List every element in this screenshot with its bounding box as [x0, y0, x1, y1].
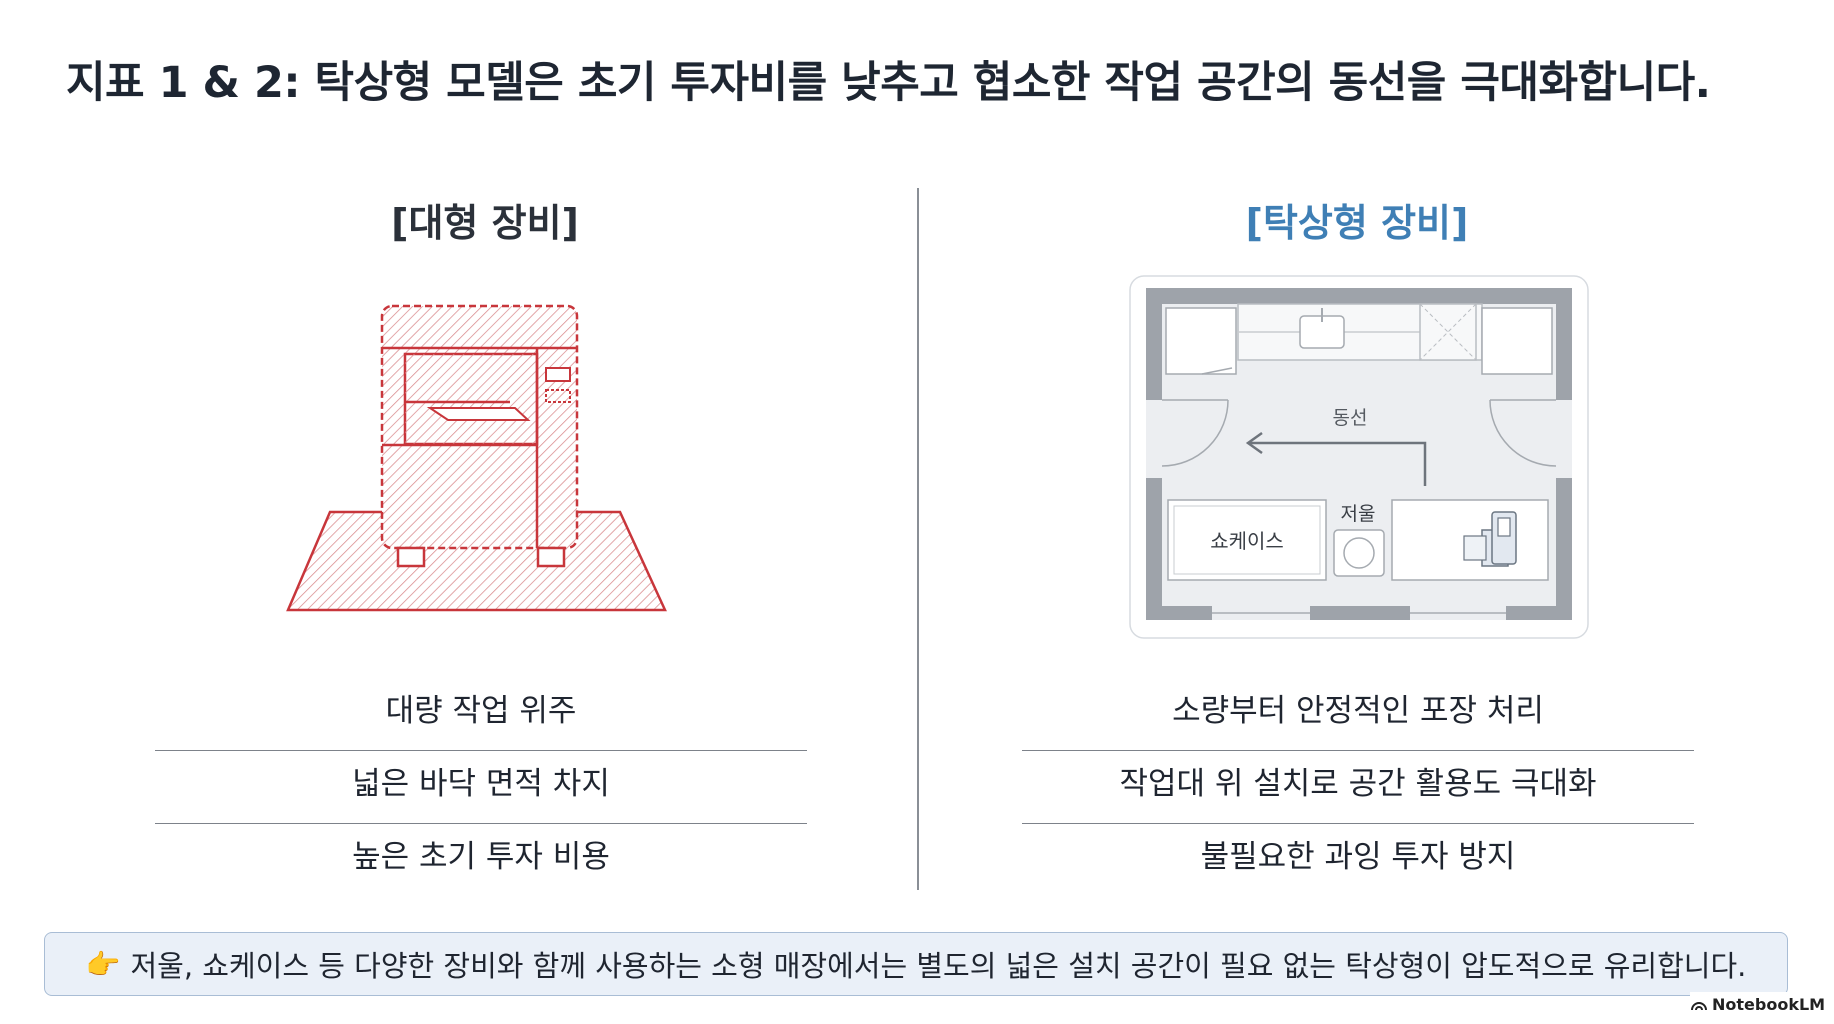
- column-divider: [917, 188, 919, 890]
- scale-label: 저울: [1341, 503, 1376, 525]
- list-item: 대량 작업 위주: [155, 678, 807, 751]
- banner-text: 저울, 쇼케이스 등 다양한 장비와 함께 사용하는 소형 매장에서는 별도의 …: [130, 949, 1747, 983]
- flow-label: 동선: [1333, 407, 1368, 429]
- notebooklm-watermark: NotebookLM: [1690, 992, 1830, 1016]
- tabletop-floorplan-illustration: 동선 쇼케이스 저울: [1120, 268, 1600, 648]
- tabletop-machine-features: 소량부터 안정적인 포장 처리 작업대 위 설치로 공간 활용도 극대화 불필요…: [1022, 678, 1694, 896]
- notebooklm-logo-icon: [1691, 1002, 1707, 1011]
- page-title: 지표 1 & 2: 탁상형 모델은 초기 투자비를 낮추고 협소한 작업 공간의…: [66, 58, 1711, 108]
- large-machine-features: 대량 작업 위주 넓은 바닥 면적 차지 높은 초기 투자 비용: [155, 678, 807, 896]
- left-column-heading: [대형 장비]: [391, 201, 579, 245]
- list-item: 작업대 위 설치로 공간 활용도 극대화: [1022, 751, 1694, 824]
- pointing-hand-icon: 👉: [85, 947, 121, 981]
- large-machine-illustration: [270, 290, 690, 630]
- watermark-text: NotebookLM: [1712, 994, 1826, 1014]
- list-item: 불필요한 과잉 투자 방지: [1200, 839, 1516, 875]
- showcase-label: 쇼케이스: [1210, 529, 1284, 553]
- right-column-heading: [탁상형 장비]: [1245, 201, 1469, 245]
- list-item: 넓은 바닥 면적 차지: [155, 751, 807, 824]
- list-item: 소량부터 안정적인 포장 처리: [1022, 678, 1694, 751]
- conclusion-banner: 👉 저울, 쇼케이스 등 다양한 장비와 함께 사용하는 소형 매장에서는 별도…: [44, 932, 1788, 996]
- list-item: 높은 초기 투자 비용: [352, 839, 610, 875]
